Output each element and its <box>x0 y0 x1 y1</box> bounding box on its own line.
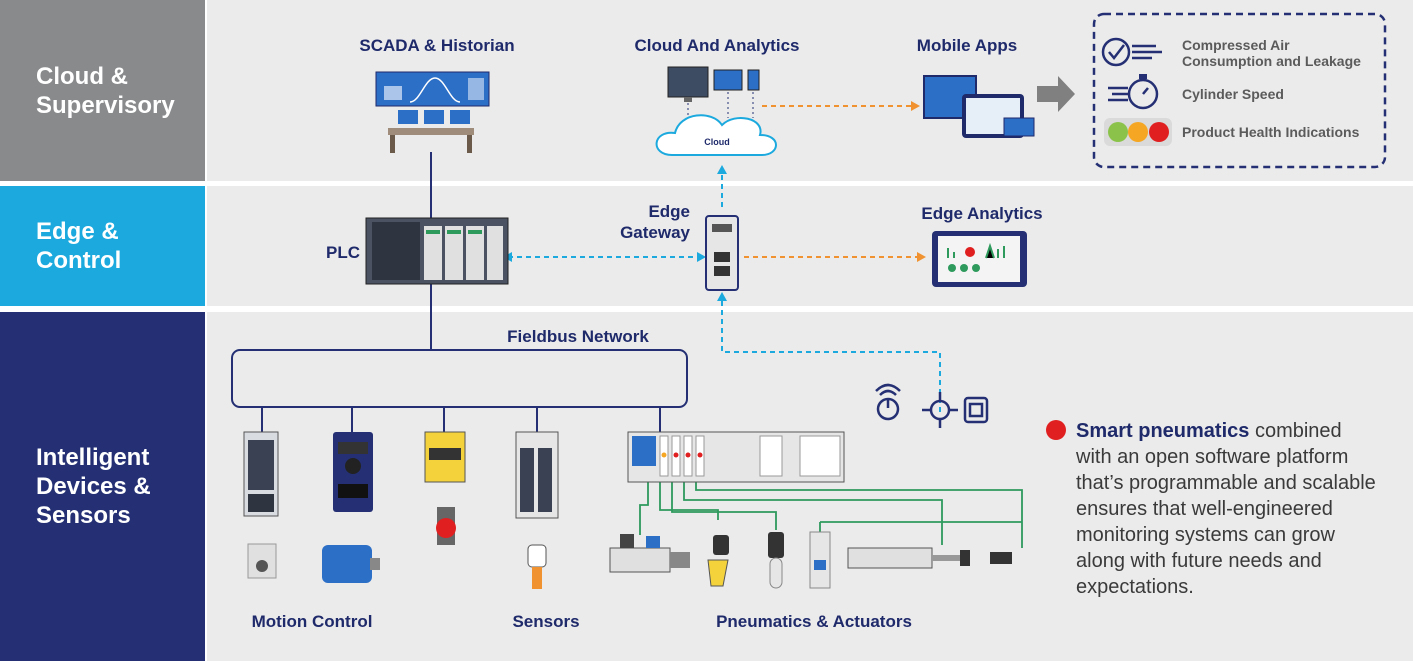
motion-control-title: Motion Control <box>251 612 373 631</box>
layer-label-edge: Edge &Control <box>0 186 205 306</box>
layer-label-cloud: Cloud &Supervisory <box>0 0 205 181</box>
cloud-analytics-icon <box>655 66 777 156</box>
air-consumption-icon <box>1101 37 1162 67</box>
cylinder-speed-icon <box>1108 74 1159 110</box>
layer-label-line: Cloud & <box>36 62 128 90</box>
cloud-label: Cloud <box>704 137 730 147</box>
legend-line: Compressed Air <box>1182 37 1290 53</box>
sensors-title: Sensors <box>512 612 580 631</box>
scada-title: SCADA & Historian <box>359 36 515 55</box>
plc-icon <box>365 217 509 285</box>
valve-island-device <box>627 431 845 483</box>
right-arrow-icon <box>1037 76 1075 112</box>
note-bold: Smart pneumatics <box>1076 420 1250 442</box>
layer-label-line: Devices & <box>36 473 151 500</box>
smart-pneumatics-note: Smart pneumatics combined with an open s… <box>1076 418 1376 600</box>
legend-box <box>1092 12 1387 169</box>
layer-label-line: Edge & <box>36 218 119 245</box>
layer-label-line: Control <box>36 247 122 274</box>
edge-gateway-line: Gateway <box>620 223 690 242</box>
edge-gateway-line: Edge <box>648 202 690 221</box>
edge-gateway-icon <box>705 215 739 291</box>
legend-cylinder-speed: Cylinder Speed <box>1182 86 1284 102</box>
mobile-apps-title: Mobile Apps <box>916 36 1018 55</box>
legend-line: Consumption and Leakage <box>1182 53 1361 69</box>
bullet-red-dot <box>1046 420 1066 440</box>
sensor-io-device <box>515 431 559 589</box>
plc-title: PLC <box>326 243 360 262</box>
cloud-analytics-title: Cloud And Analytics <box>634 36 800 55</box>
devices-layer-content <box>207 312 1413 661</box>
layer-label-line: Supervisory <box>36 91 175 119</box>
mobile-apps-icon <box>923 75 1035 138</box>
traffic-light-icon <box>1104 118 1172 146</box>
fieldbus-title: Fieldbus Network <box>507 327 649 346</box>
layer-label-line: Intelligent <box>36 444 150 471</box>
edge-analytics-title: Edge Analytics <box>921 204 1043 223</box>
note-text: combined with an open software platform … <box>1076 420 1376 598</box>
pneumatics-title: Pneumatics & Actuators <box>716 612 912 631</box>
legend-product-health: Product Health Indications <box>1182 124 1360 140</box>
actuator-devices <box>609 531 1012 589</box>
wireless-sensor-icons <box>875 383 989 428</box>
motion-control-devices <box>243 431 380 583</box>
scada-historian-icon <box>375 71 490 153</box>
layer-label-line: Sensors <box>36 502 131 529</box>
edge-analytics-icon <box>932 231 1027 287</box>
safety-module-device <box>424 431 466 545</box>
